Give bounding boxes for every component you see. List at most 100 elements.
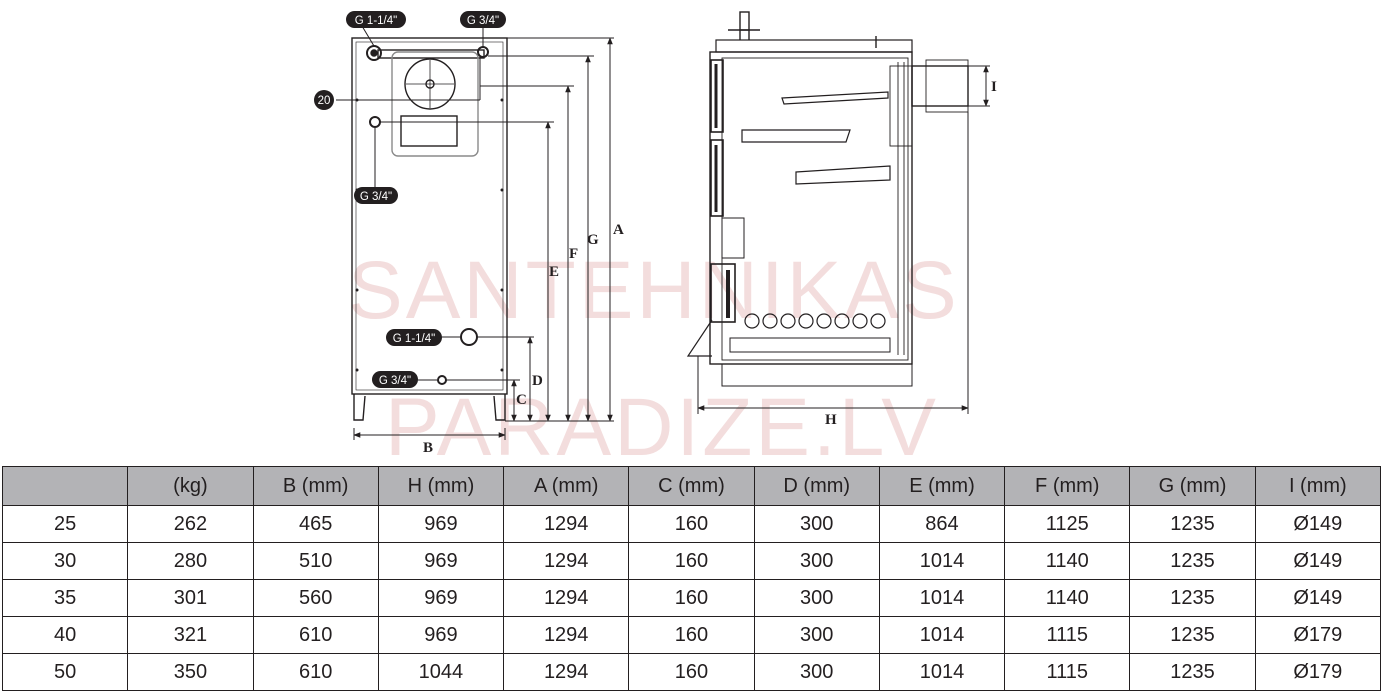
table-cell: 40 [1, 616, 129, 654]
dim-h-label: H [825, 412, 837, 428]
table-cell: 1235 [1129, 616, 1256, 654]
front-rivets [355, 98, 504, 372]
svg-text:G 3/4": G 3/4" [379, 375, 411, 387]
table-cell: 610 [252, 616, 379, 654]
dim-d-label: D [532, 373, 543, 389]
header-cell-h: H (mm) [377, 466, 505, 506]
header-cell-i: I (mm) [1254, 466, 1382, 506]
table-cell: 160 [628, 616, 755, 654]
svg-text:20: 20 [318, 95, 331, 107]
side-dimensions [697, 65, 990, 414]
table-cell: 1294 [503, 616, 630, 654]
dimensions-table: (kg) B (mm) H (mm) A (mm) C (mm) D (mm) … [1, 466, 1382, 691]
table-cell: 35 [1, 579, 129, 617]
dim-a-label: A [613, 222, 624, 238]
side-lower-door [710, 263, 736, 323]
baffle-3 [795, 165, 891, 185]
header-cell-g: G (mm) [1129, 466, 1256, 506]
side-dimension-labels: H I [825, 79, 997, 428]
front-leg-right [493, 394, 506, 421]
table-cell: 1235 [1129, 579, 1256, 617]
technical-drawing: SANTEHNIKAS PARADIZE.LV [314, 11, 997, 465]
grate-tubes [744, 313, 886, 329]
baffle-2 [741, 129, 851, 143]
svg-text:G 1-1/4": G 1-1/4" [355, 15, 397, 27]
table-cell: 1294 [503, 542, 630, 580]
table-cell: 50 [1, 653, 129, 691]
header-cell-a: A (mm) [503, 466, 630, 506]
table-cell: 25 [1, 505, 129, 543]
table-cell: 969 [377, 542, 505, 580]
table-cell: 1140 [1004, 542, 1131, 580]
label-g34-mid: G 3/4" [354, 187, 398, 204]
table-cell: 350 [127, 653, 254, 691]
front-dimension-labels: A G F E D C B [423, 222, 624, 456]
outlet-g34-mid [369, 116, 381, 128]
label-g34-top: G 3/4" [460, 11, 506, 28]
side-top-cap [715, 39, 913, 53]
table-cell: 30 [1, 542, 129, 580]
table-cell: 1115 [1004, 653, 1131, 691]
svg-text:G 3/4": G 3/4" [360, 191, 392, 203]
flue-outlet [404, 58, 456, 110]
front-body [351, 37, 508, 395]
header-cell-d: D (mm) [753, 466, 880, 506]
table-cell: Ø149 [1254, 542, 1382, 580]
table-cell: 465 [252, 505, 379, 543]
connection-labels: G 1-1/4" G 3/4" 20 G 3/4" G 1-1/4" G 3/4… [314, 11, 506, 388]
loading-door [400, 115, 458, 147]
table-cell: Ø149 [1254, 579, 1382, 617]
ash-door [686, 319, 713, 357]
dim-e-label: E [549, 264, 559, 280]
callout-20: 20 [314, 90, 334, 110]
side-base [721, 363, 913, 387]
side-body-inner [721, 57, 909, 361]
table-cell: 300 [753, 616, 880, 654]
table-cell: 160 [628, 653, 755, 691]
table-cell: 1140 [1004, 579, 1131, 617]
header-cell-c: C (mm) [628, 466, 755, 506]
watermark-line1: SANTEHNIKAS [348, 245, 960, 336]
safety-valve [739, 11, 750, 31]
label-g34-bottom: G 3/4" [372, 371, 437, 388]
table-cell: 560 [252, 579, 379, 617]
table-cell: 864 [878, 505, 1006, 543]
table-cell: 160 [628, 505, 755, 543]
ash-pan [729, 337, 891, 353]
table-cell: 300 [753, 579, 880, 617]
table-cell: 1014 [878, 579, 1006, 617]
front-leg-left [353, 394, 366, 421]
flue-pipe [911, 65, 969, 107]
dim-i-label: I [991, 79, 997, 95]
table-cell: 160 [628, 579, 755, 617]
table-cell: 1014 [878, 653, 1006, 691]
table-cell: 1044 [377, 653, 505, 691]
side-middle-door [710, 139, 724, 217]
table-header-row: (kg) B (mm) H (mm) A (mm) C (mm) D (mm) … [1, 466, 1382, 506]
table-cell: 262 [127, 505, 254, 543]
table-cell: 610 [252, 653, 379, 691]
dim-b-label: B [423, 440, 433, 456]
watermark-line2: PARADIZE.LV [385, 382, 939, 465]
front-view [336, 25, 508, 421]
table-cell: 1294 [503, 505, 630, 543]
table-cell: 1235 [1129, 653, 1256, 691]
table-cell: 300 [753, 505, 880, 543]
header-cell-b: B (mm) [252, 466, 379, 506]
table-cell: 969 [377, 579, 505, 617]
header-cell-f: F (mm) [1004, 466, 1131, 506]
table-cell: Ø179 [1254, 616, 1382, 654]
header-cell-model [1, 466, 129, 506]
front-top-header [377, 49, 485, 59]
side-upper-door [710, 59, 724, 133]
table-cell: 321 [127, 616, 254, 654]
svg-text:G 3/4": G 3/4" [467, 15, 499, 27]
header-cell-weight: (kg) [127, 466, 254, 506]
front-dimensions [353, 37, 614, 440]
table-cell: 969 [377, 505, 505, 543]
label-g114-top: G 1-1/4" [346, 11, 406, 28]
